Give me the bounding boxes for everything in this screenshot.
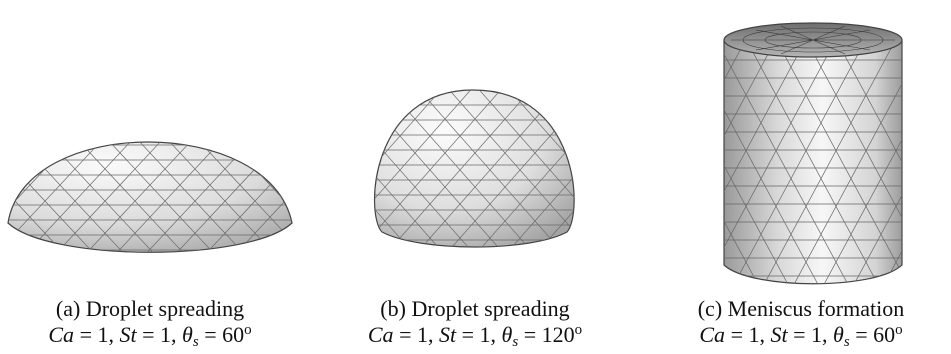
triangular-mesh: [374, 90, 575, 247]
caption-title: (b) Droplet spreading: [380, 296, 570, 321]
droplet-spreading-mesh-a: [7, 141, 293, 253]
caption-parameters: Ca = 1, St = 1, θs = 60o: [699, 322, 903, 350]
meniscus-formation-mesh: [723, 22, 903, 285]
caption-title: (a) Droplet spreading: [55, 296, 245, 321]
cylinder-wall: [723, 39, 903, 285]
meniscus-mesh: [731, 25, 895, 55]
droplet-surface: [7, 141, 293, 253]
panel-a: (a) Droplet spreading Ca = 1, St = 1, θs…: [0, 0, 300, 354]
droplet-surface: [373, 89, 575, 248]
triangular-mesh: [8, 142, 292, 253]
caption-parameters: Ca = 1, St = 1, θs = 60o: [48, 322, 252, 350]
caption-parameters: Ca = 1, St = 1, θs = 120o: [367, 322, 583, 350]
panel-c: (c) Meniscus formation Ca = 1, St = 1, θ…: [651, 0, 951, 354]
triangular-mesh: [724, 40, 902, 284]
caption-title: (c) Meniscus formation: [697, 296, 905, 321]
panel-b: (b) Droplet spreading Ca = 1, St = 1, θs…: [325, 0, 625, 354]
droplet-spreading-mesh-b: [373, 89, 575, 248]
